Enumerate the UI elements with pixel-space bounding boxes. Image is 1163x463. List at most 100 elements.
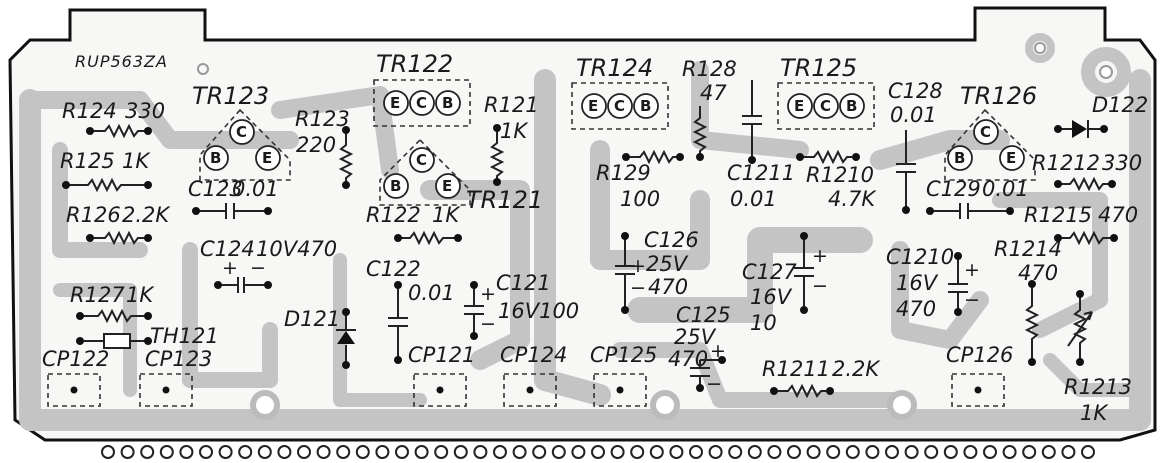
c122-ref: C122 xyxy=(366,257,421,281)
c123-value: 0.01 xyxy=(232,177,279,201)
edge-pin xyxy=(199,445,213,459)
cp122-ref: CP122 xyxy=(42,347,109,371)
connector-cp122: CP122 xyxy=(42,347,109,407)
edge-pin xyxy=(649,445,664,459)
tr125-pin-b: B xyxy=(846,97,857,115)
c121-minus: − xyxy=(480,313,496,335)
edge-pin xyxy=(434,445,449,459)
r122-value: 1K xyxy=(432,203,461,227)
edge-pin xyxy=(473,445,488,459)
d122-ref: D122 xyxy=(1092,93,1148,117)
diode-d122: D122 xyxy=(1054,93,1148,138)
th121-label: TH121 xyxy=(150,324,219,348)
edge-pin xyxy=(708,445,723,459)
tr126-pin-e: E xyxy=(1006,149,1016,167)
edge-pin xyxy=(571,445,586,459)
resistor-r1213: R1213 1K xyxy=(1064,290,1132,425)
resistor-r128: R128 47 xyxy=(682,57,737,161)
tr124-ref: TR124 xyxy=(576,54,653,82)
edge-pin xyxy=(395,445,409,459)
c121-value: 16V100 xyxy=(498,299,579,323)
edge-pin xyxy=(943,445,958,459)
tr121-pin-b: B xyxy=(390,177,401,195)
r1213-value: 1K xyxy=(1080,401,1109,425)
edge-pin xyxy=(493,445,507,459)
board-id-label: RUP563ZA xyxy=(75,52,168,71)
tr126-pin-c: C xyxy=(980,123,991,141)
resistor-r129: R129 100 xyxy=(596,149,684,211)
c126-voltage: 25V xyxy=(646,252,689,276)
edge-pin xyxy=(983,445,997,459)
tr125-pin-c: C xyxy=(820,97,831,115)
capacitor-c125: C127 16V 10 + − xyxy=(742,232,828,335)
edge-pin xyxy=(806,445,821,459)
r124-value: 330 xyxy=(125,99,165,123)
edge-pin xyxy=(630,445,645,459)
c125-value: 10 xyxy=(750,311,777,335)
r125-value: 1K xyxy=(122,149,151,173)
c1211-value: 0.01 xyxy=(730,187,777,211)
r126-value: 2.2K xyxy=(122,203,171,227)
tr122-ref: TR122 xyxy=(376,50,453,78)
r1212-ref: R1212 xyxy=(1032,151,1100,175)
c1210-plus: + xyxy=(964,259,980,281)
r1211-ref: R1211 xyxy=(762,357,830,381)
c1210-ref: C1210 xyxy=(886,245,954,269)
edge-pin xyxy=(885,445,899,459)
transistor-tr126: TR126 C B E xyxy=(944,82,1037,181)
resistor-r1210: R1210 4.7K xyxy=(796,149,877,211)
c126-plus: + xyxy=(630,255,646,277)
mounting-hole xyxy=(1034,42,1046,54)
tr126-ref: TR126 xyxy=(960,82,1037,110)
r1215-ref: R1215 xyxy=(1024,203,1092,227)
resistor-r127: R127 1K xyxy=(70,283,155,324)
cp121-ref: CP121 xyxy=(408,343,475,367)
edge-pin xyxy=(336,445,351,459)
transistor-tr121: C B E TR121 xyxy=(379,138,543,214)
resistor-r122: R122 1K xyxy=(366,203,462,246)
edge-pin xyxy=(924,445,939,459)
edge-pin xyxy=(453,445,468,459)
capacitor-c129: C129 0.01 xyxy=(926,177,1029,219)
tr124-pin-e: E xyxy=(588,97,598,115)
connector-cp126: CP126 xyxy=(946,343,1013,407)
r125-ref: R125 xyxy=(60,149,115,173)
transistor-tr123: TR123 C B E xyxy=(192,82,291,181)
c124-plus: + xyxy=(222,257,238,279)
edge-pin xyxy=(355,445,370,459)
tr122-pin-b: B xyxy=(442,94,453,112)
edge-pin xyxy=(159,445,174,459)
edge-pin xyxy=(669,445,684,459)
cp126-ref: CP126 xyxy=(946,343,1013,367)
tr121-pin-c: C xyxy=(416,151,427,169)
c124-ref: C124 xyxy=(200,237,255,261)
r1212-value: 330 xyxy=(1102,151,1142,175)
resistor-r1214: R1214 470 xyxy=(994,237,1062,366)
r129-value: 100 xyxy=(620,187,660,211)
connector-cp121: CP121 xyxy=(408,343,475,407)
resistor-r1215: R1215 470 xyxy=(1024,203,1138,246)
edge-pin xyxy=(179,445,194,459)
c1210-voltage: 16V xyxy=(896,271,939,295)
edge-pin xyxy=(610,445,625,459)
resistor-r125: R125 1K xyxy=(60,149,152,193)
r1214-value: 470 xyxy=(1018,261,1058,285)
transistor-tr125: TR125 E C B xyxy=(777,54,875,130)
copper-traces xyxy=(19,33,1151,431)
capacitor-c127: C125 25V 470 + − xyxy=(668,303,731,395)
edge-pin xyxy=(963,445,978,459)
mounting-hole xyxy=(1099,65,1113,79)
mounting-hole xyxy=(650,390,680,420)
capacitor-c126: C126 25V + − 470 xyxy=(615,228,699,314)
r121-value: 1K xyxy=(500,119,529,143)
edge-pin xyxy=(728,445,743,459)
c121-ref: C121 xyxy=(496,271,551,295)
c129-value: 0.01 xyxy=(982,177,1029,201)
r1215-value: 470 xyxy=(1098,203,1138,227)
edge-pin xyxy=(747,445,762,459)
cp125-ref: CP125 xyxy=(590,343,657,367)
tr122-pin-c: C xyxy=(416,94,427,112)
edge-pin xyxy=(120,445,135,459)
resistor-r123: R123 220 xyxy=(295,107,354,189)
